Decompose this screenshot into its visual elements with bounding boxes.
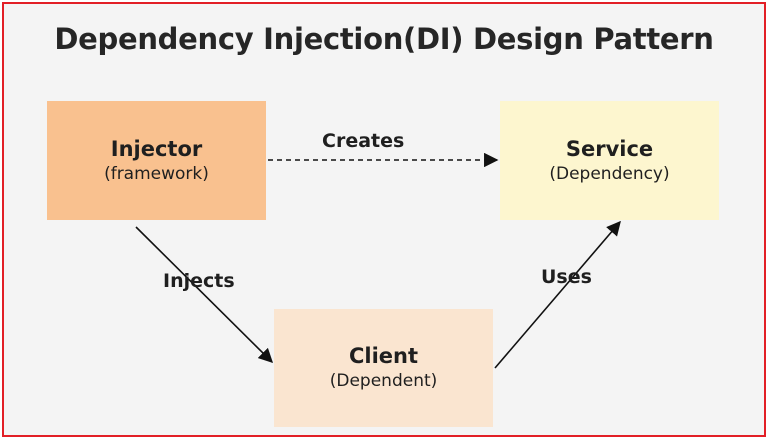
- service-subtitle: (Dependency): [549, 163, 670, 184]
- edge-injects-label: Injects: [163, 270, 235, 292]
- injector-name: Injector: [110, 136, 203, 161]
- injector-subtitle: (framework): [104, 163, 209, 184]
- edge-creates-label: Creates: [322, 130, 405, 152]
- injector-node: Injector (framework): [47, 101, 266, 220]
- edge-uses-label: Uses: [541, 266, 592, 288]
- diagram-title: Dependency Injection(DI) Design Pattern: [54, 22, 714, 56]
- client-name: Client: [348, 344, 419, 368]
- service-name: Service: [565, 136, 654, 161]
- client-subtitle: (Dependent): [329, 371, 438, 391]
- service-node: Service (Dependency): [500, 101, 719, 220]
- client-node: Client (Dependent): [274, 309, 493, 427]
